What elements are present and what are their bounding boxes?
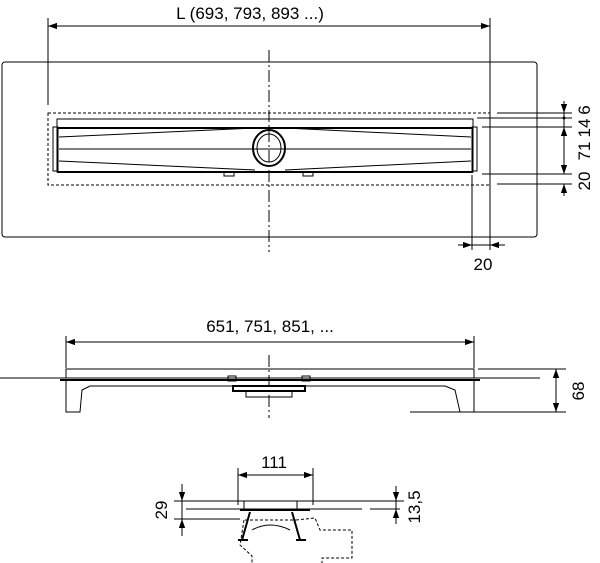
drain-channel <box>52 118 478 177</box>
section-width-label: 111 <box>261 453 287 472</box>
length-label: L (693, 793, 893 ...) <box>176 4 324 23</box>
support-legs <box>238 511 306 541</box>
dim-6-label: 6 <box>575 105 594 114</box>
side-length-label: 651, 751, 851, ... <box>206 317 334 336</box>
grate <box>65 368 475 379</box>
section-grate <box>243 500 298 510</box>
dim-14-label: 14 <box>575 119 594 138</box>
section-view: 111 29 13,5 <box>152 453 424 563</box>
trap-outline <box>239 517 353 563</box>
bottom-dimension: 20 <box>458 175 505 274</box>
dim-71-label: 71 <box>575 142 594 161</box>
side-view: 651, 751, 851, ... 68 <box>0 317 588 418</box>
side-height-label: 68 <box>569 382 588 401</box>
grate-height-label: 13,5 <box>405 490 424 523</box>
channel-body <box>65 380 475 413</box>
dim-20-vertical-label: 20 <box>575 172 594 191</box>
top-view: L (693, 793, 893 ...) <box>1 4 594 274</box>
section-height-label: 29 <box>152 501 171 520</box>
dim-20-horizontal-label: 20 <box>474 255 493 274</box>
right-dimensions: 6 14 71 20 <box>477 101 594 196</box>
